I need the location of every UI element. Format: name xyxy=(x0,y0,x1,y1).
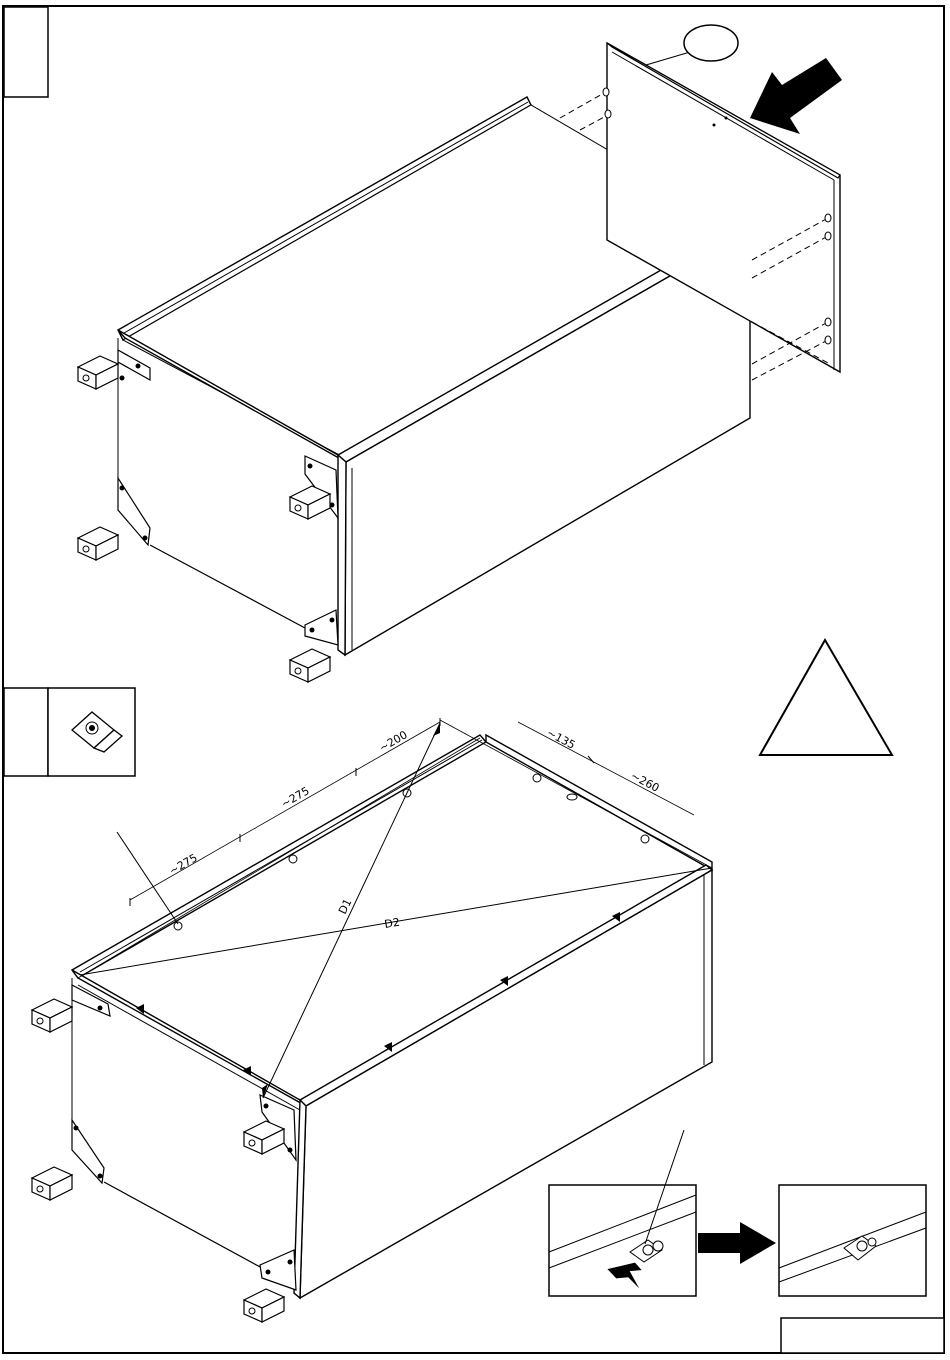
dim-135: ~135 xyxy=(545,726,578,752)
dim-200: ~200 xyxy=(377,728,410,754)
result-arrow xyxy=(698,1222,776,1264)
d1-label: D1 xyxy=(336,897,354,917)
dim-275-a: ~275 xyxy=(167,851,200,877)
detail-after xyxy=(779,1185,926,1296)
d2-label: D2 xyxy=(383,916,400,931)
insert-direction-arrow xyxy=(750,58,842,134)
detail-before xyxy=(549,1130,696,1296)
dim-275-b: ~275 xyxy=(279,784,312,810)
callout-bubble xyxy=(684,25,738,61)
warning-triangle xyxy=(760,640,892,755)
step-1-box xyxy=(4,7,48,97)
top-cabinet-assembly xyxy=(78,25,842,682)
page-number-box xyxy=(781,1318,944,1353)
dim-260: ~260 xyxy=(629,769,662,795)
step-2-box xyxy=(4,688,48,776)
